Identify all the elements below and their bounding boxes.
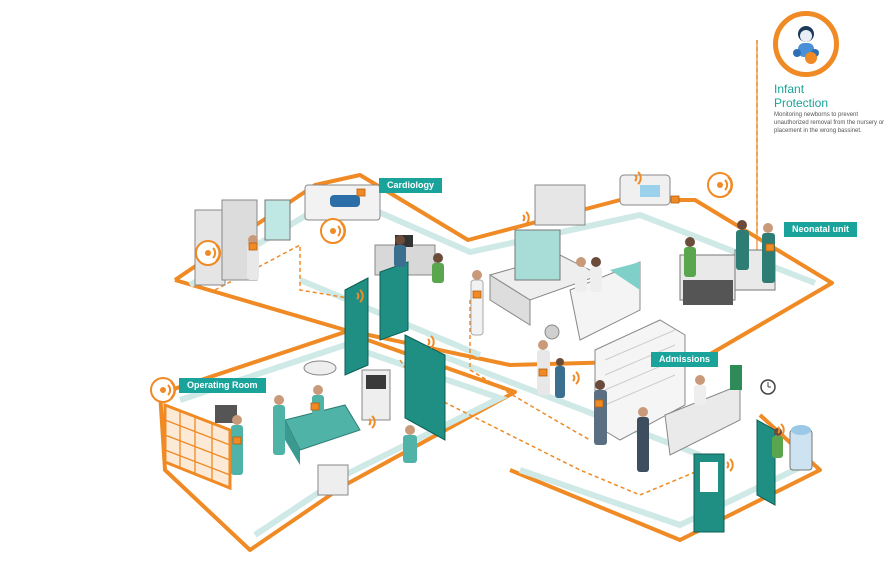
- admissions-label: Admissions: [651, 352, 719, 367]
- infant-title-line1: Infant: [774, 82, 805, 96]
- baby-icon: [793, 26, 819, 64]
- neonatal-unit-label: Neonatal unit: [784, 222, 858, 237]
- cardiology-label: Cardiology: [379, 178, 443, 193]
- badge-tag-icon: [232, 188, 775, 445]
- infant-protection-title: Infant Protection: [774, 82, 874, 110]
- infant-protection-badge: [773, 11, 839, 77]
- operating-room-area: [163, 360, 391, 496]
- operating-room-label: Operating Room: [179, 378, 266, 393]
- wifi-signal-icon: [150, 171, 785, 472]
- floor-inner-lines: [179, 191, 817, 538]
- floor-outline: [158, 173, 834, 552]
- infant-title-line2: Protection: [774, 96, 829, 110]
- infant-protection-description: Monitoring newborns to prevent unauthori…: [774, 112, 885, 134]
- admissions-area: [594, 319, 813, 471]
- lab-area: [488, 184, 641, 341]
